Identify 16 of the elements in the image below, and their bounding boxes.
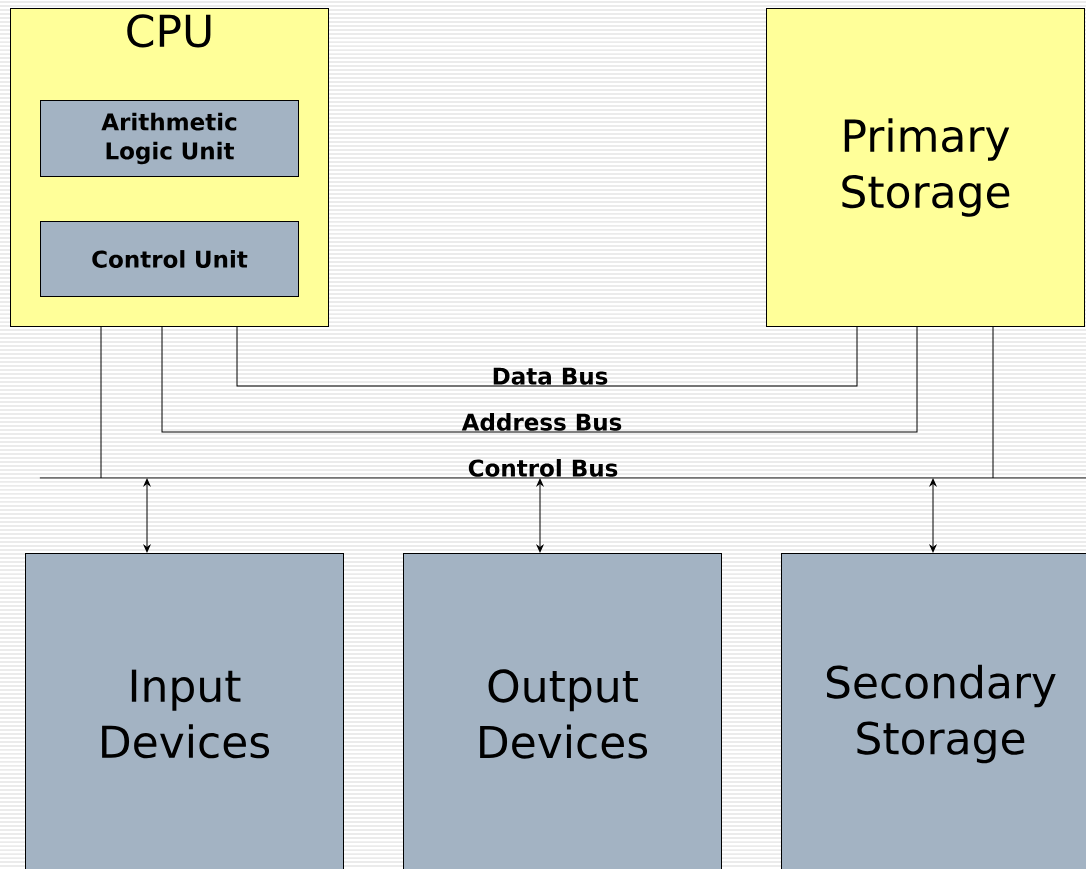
unit-box: Control Unit (40, 221, 299, 297)
bus-connector (161, 326, 918, 433)
storage-box: Secondary Storage (781, 553, 1086, 869)
edge-label: Address Bus (461, 413, 622, 431)
unit-box: Arithmetic Logic Unit (40, 100, 299, 177)
bus-connector (992, 326, 994, 479)
storage-box: Primary Storage (766, 8, 1085, 327)
bus-line: Control Bus (39, 459, 1086, 479)
device-box: Output Devices (403, 553, 722, 869)
device-box: Input Devices (25, 553, 344, 869)
edge-label: Data Bus (493, 367, 608, 385)
double-arrow (143, 478, 151, 553)
double-arrow (929, 478, 937, 553)
bus-connector (100, 326, 102, 479)
bus-connector (236, 326, 858, 387)
double-arrow (536, 478, 544, 553)
